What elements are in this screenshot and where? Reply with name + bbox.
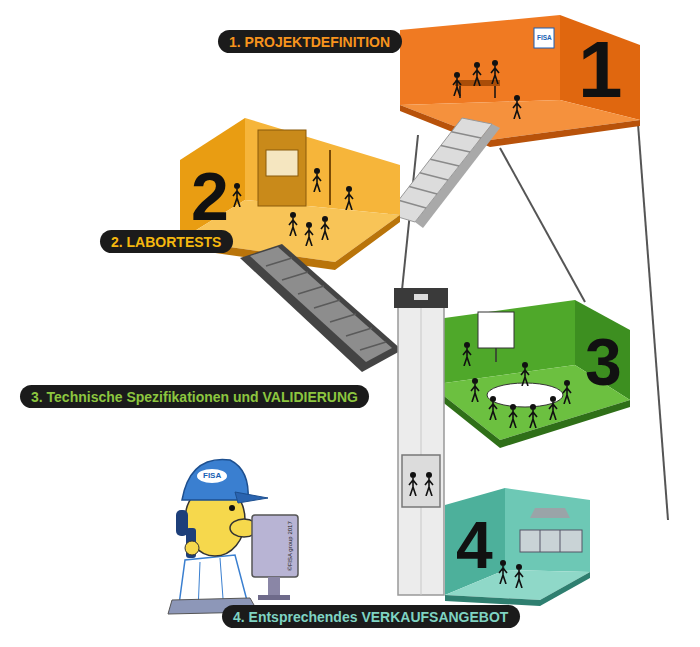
step-label: 1. PROJEKTDEFINITION	[218, 30, 402, 53]
step-label: 4. Entsprechendes VERKAUFSANGEBOT	[222, 605, 520, 628]
cartoon-agent-part	[197, 469, 227, 483]
room-3-part	[549, 396, 557, 420]
room-2-part	[258, 130, 306, 206]
step-label: 2. LABORTESTS	[100, 230, 233, 253]
room-2-part	[289, 212, 297, 236]
room-4-part	[560, 530, 561, 552]
escalator-part	[266, 258, 386, 350]
cartoon-agent-part	[252, 515, 298, 577]
copyright-note: ©FISA group 2017	[287, 521, 293, 570]
room-2-part	[245, 118, 400, 215]
room-3-part	[529, 404, 537, 428]
cartoon-agent-part	[235, 492, 268, 503]
elevator-part	[402, 455, 440, 507]
cartoon-agent-part	[185, 541, 199, 555]
room-1	[400, 15, 640, 147]
step-title: 4. Entsprechendes VERKAUFSANGEBOT	[233, 609, 508, 626]
room-1-part	[453, 72, 461, 96]
room-3-part	[521, 362, 529, 386]
logo-text: FISA	[537, 35, 552, 42]
elevator-part	[394, 288, 448, 308]
room-1-part	[400, 105, 640, 147]
elevator-part	[414, 294, 428, 300]
room-3	[430, 300, 630, 448]
cartoon-agent	[168, 460, 298, 615]
room-4	[445, 488, 590, 606]
room-2-part	[345, 186, 353, 210]
room-4-part	[520, 530, 582, 552]
room-1-part	[491, 60, 499, 84]
room-2-part	[313, 168, 321, 192]
elevator-part	[421, 305, 422, 595]
room-2-part	[321, 216, 329, 240]
step-label: 3. Technische Spezifikationen und VALIDI…	[20, 385, 369, 408]
room-1-part	[534, 28, 554, 48]
room-number: 1	[578, 30, 623, 110]
support-legs-part	[638, 124, 668, 520]
room-3-part	[495, 348, 497, 362]
room-4-part	[530, 508, 570, 518]
escalator-part	[240, 244, 402, 372]
room-number: 2	[191, 162, 229, 230]
support-legs-part	[500, 148, 585, 302]
step-title: 1. PROJEKTDEFINITION	[229, 34, 390, 51]
staircase	[388, 118, 500, 228]
cartoon-agent-part	[268, 577, 280, 595]
room-1-part	[400, 15, 560, 105]
room-3-part	[489, 396, 497, 420]
room-3-part	[563, 380, 571, 404]
elevator-part	[398, 305, 444, 595]
room-4-part	[515, 564, 523, 588]
room-2-part	[305, 222, 313, 246]
step-title: 2. LABORTESTS	[111, 234, 221, 251]
elevator	[394, 288, 448, 595]
escalator-part	[250, 247, 392, 362]
elevator-part	[425, 472, 433, 496]
cartoon-agent-part	[258, 595, 290, 600]
room-4-part	[499, 560, 507, 584]
room-3-part	[509, 404, 517, 428]
room-1-part	[513, 95, 521, 119]
elevator-part	[409, 472, 417, 496]
room-3-part	[487, 383, 563, 407]
room-number: 4	[456, 512, 493, 578]
room-2-part	[329, 150, 331, 205]
staircase-part	[399, 132, 481, 208]
step-title: 3. Technische Spezifikationen und VALIDI…	[31, 389, 358, 406]
room-2-part	[266, 150, 298, 176]
cartoon-agent-part	[229, 505, 235, 511]
room-number: 3	[585, 329, 622, 395]
room-3-part	[463, 342, 471, 366]
room-3-part	[478, 312, 514, 348]
cap-logo: FISA	[203, 472, 221, 480]
room-1-part	[473, 62, 481, 86]
escalator	[240, 244, 402, 372]
room-4-part	[540, 530, 541, 552]
room-2-part	[233, 183, 241, 207]
room-4-part	[505, 488, 590, 572]
room-1-part	[494, 86, 496, 98]
staircase-part	[388, 118, 492, 222]
room-3-part	[471, 378, 479, 402]
